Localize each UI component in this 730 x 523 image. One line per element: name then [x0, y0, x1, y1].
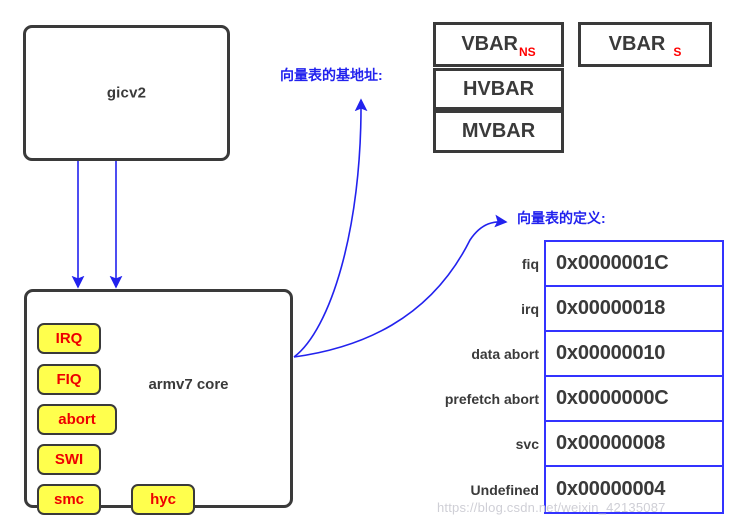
exception-chip-smc: smc [37, 484, 101, 515]
vector-row-name: fiq [521, 255, 539, 272]
vector-row-address: 0x00000010 [556, 342, 666, 364]
arrow-core-to-vector-base [293, 98, 368, 358]
table-row: fiq 0x0000001C [522, 242, 722, 287]
vector-row-name: svc [515, 435, 539, 452]
vector-row-address: 0x00000018 [556, 297, 666, 319]
vector-row-name: Undefined [470, 481, 539, 498]
table-row: svc 0x00000008 [516, 422, 722, 467]
register-name-vbar-s: VBAR [608, 33, 666, 55]
register-name-mvbar: MVBAR [461, 120, 536, 142]
register-box-vbar-s: VBAR S [578, 22, 712, 67]
table-row: Undefined 0x00000004 [471, 467, 722, 512]
table-row: data abort 0x00000010 [471, 332, 722, 377]
register-box-mvbar: MVBAR [433, 110, 564, 153]
exception-chip-fiq: FIQ [37, 364, 101, 395]
armv7-core-block: armv7 core IRQ FIQ abort SWI smc hyc [24, 289, 293, 515]
table-row: irq 0x00000018 [521, 287, 722, 332]
register-box-hvbar: HVBAR [433, 68, 564, 110]
vector-row-address: 0x0000001C [556, 252, 669, 274]
table-row: prefetch abort 0x0000000C [445, 377, 722, 422]
vector-table-definition-label: 向量表的定义: [517, 210, 606, 226]
gicv2-block: gicv2 [23, 25, 230, 161]
watermark-text: https://blog.csdn.net/weixin_42135087 [437, 500, 666, 515]
vector-row-name: prefetch abort [444, 390, 539, 407]
register-name-hvbar: HVBAR [462, 77, 535, 100]
exception-chip-irq: IRQ [37, 323, 101, 354]
register-subscript-s: S [673, 45, 682, 59]
armv7-core-label: armv7 core [148, 376, 229, 393]
register-box-vbar-ns: VBAR NS [433, 22, 564, 67]
exception-chip-hyc: hyc [131, 484, 195, 515]
arrow-core-to-vector-table [293, 214, 508, 358]
gicv2-label: gicv2 [106, 84, 147, 102]
register-subscript-ns: NS [519, 45, 536, 59]
exception-chip-abort: abort [37, 404, 117, 435]
vector-row-name: irq [521, 300, 539, 317]
vector-row-address: 0x0000000C [556, 387, 669, 409]
vector-table: fiq 0x0000001C irq 0x00000018 data abort… [445, 240, 724, 514]
register-name-vbar-ns: VBAR [461, 33, 518, 55]
exception-chip-swi: SWI [37, 444, 101, 475]
vector-row-address: 0x00000008 [556, 432, 666, 454]
vector-row-address: 0x00000004 [556, 478, 666, 500]
vector-base-address-label: 向量表的基地址: [280, 67, 383, 83]
vector-row-name: data abort [471, 345, 539, 362]
